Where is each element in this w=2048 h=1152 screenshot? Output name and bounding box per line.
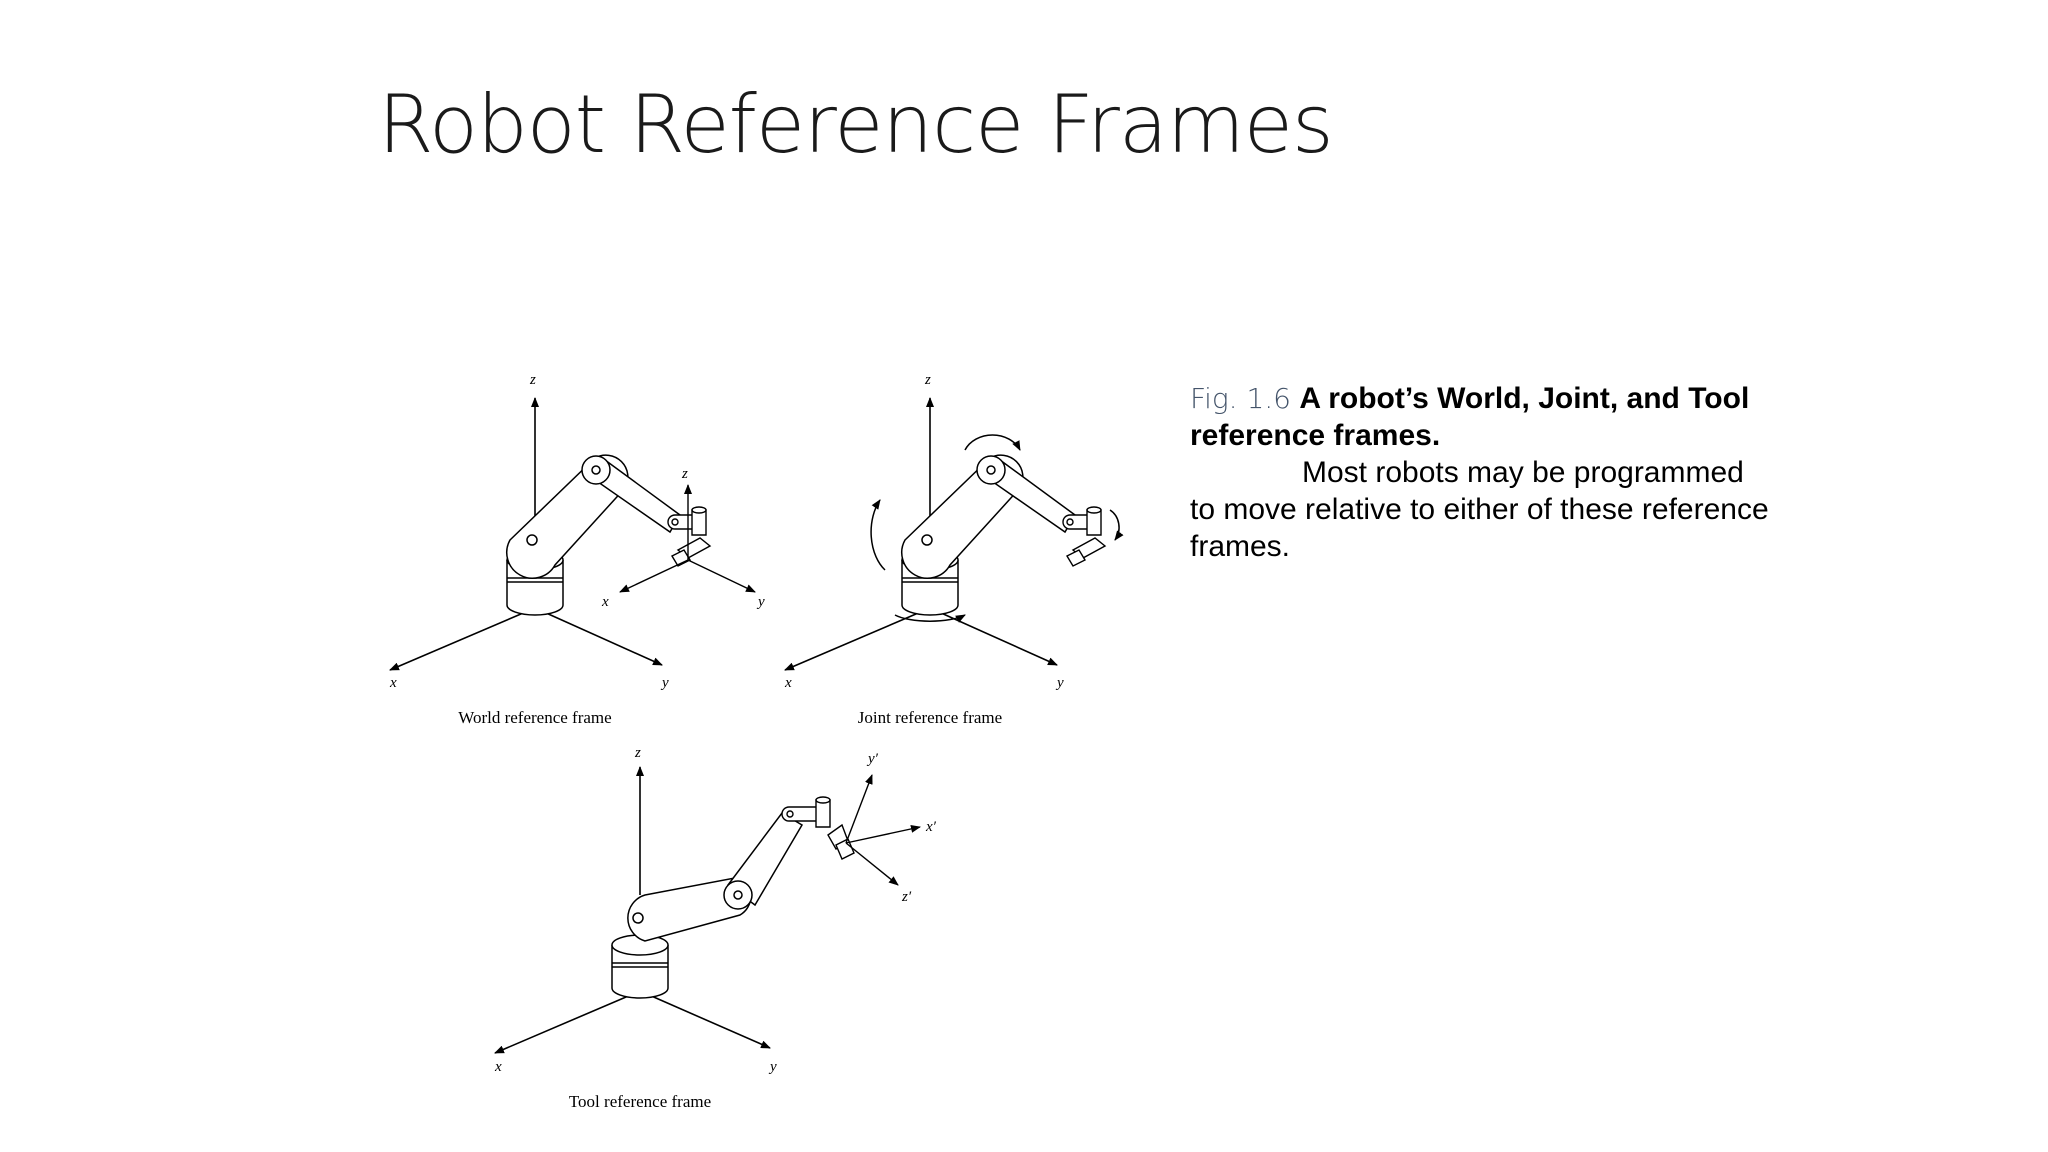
tool-y-prime-label: y′ xyxy=(866,751,879,767)
world-x-label: x xyxy=(389,675,397,691)
joint-y-label: y xyxy=(1055,675,1064,691)
joint-robot-lower-arm xyxy=(901,454,1024,579)
joint-x-label: x xyxy=(784,675,792,691)
world-y-axis xyxy=(534,607,663,666)
world-z-label: z xyxy=(529,372,536,388)
tool-y-label: y xyxy=(768,1059,777,1075)
tool-frame-y-prime-axis xyxy=(845,774,873,844)
world-y-label: y xyxy=(660,675,669,691)
joint-z-label: z xyxy=(924,372,931,388)
world-frame-panel: z x y z x y World reference frame xyxy=(389,372,765,727)
world-frame-label: World reference frame xyxy=(458,708,611,727)
tool-z-prime-label: z′ xyxy=(901,889,912,905)
tool-z-label: z xyxy=(634,745,641,761)
robot-lower-arm xyxy=(506,454,629,579)
joint-robot-gripper xyxy=(1062,506,1107,567)
tool-x-label: x xyxy=(494,1059,502,1075)
tool-robot-gripper xyxy=(781,796,855,860)
figure-caption: Fig. 1.6 A robot’s World, Joint, and Too… xyxy=(1190,380,1770,565)
joint-frame-label: Joint reference frame xyxy=(858,708,1002,727)
joint-rotation-arrows xyxy=(870,434,1124,623)
slide-title: Robot Reference Frames xyxy=(378,78,1334,171)
tool-frame-z-prime-axis xyxy=(845,842,899,886)
world-tool-x-label: x xyxy=(601,594,609,610)
tool-robot-upper-arm xyxy=(723,812,804,910)
world-tool-z-label: z xyxy=(681,466,688,482)
tool-robot-base xyxy=(611,934,669,999)
tool-x-prime-label: x′ xyxy=(925,819,937,835)
figure-description: Most robots may be programmed to move re… xyxy=(1190,456,1769,563)
joint-frame-panel: z x y Joint reference frame xyxy=(784,372,1124,727)
joint-y-axis xyxy=(929,607,1058,666)
robot-gripper xyxy=(667,506,712,567)
tool-x-axis xyxy=(494,990,641,1054)
tool-frame-panel: z x y y′ x′ z′ Tool reference frame xyxy=(494,745,937,1111)
robot-frames-figure: z x y z x y World reference frame xyxy=(389,372,1124,1111)
world-tool-y-label: y xyxy=(756,594,765,610)
tool-frame-label: Tool reference frame xyxy=(569,1092,711,1111)
joint-x-axis xyxy=(784,607,931,671)
tool-y-axis xyxy=(639,990,771,1049)
tool-frame-x-prime-axis xyxy=(845,824,921,844)
world-tool-y-axis xyxy=(687,559,756,593)
world-tool-x-axis xyxy=(619,559,689,593)
world-x-axis xyxy=(389,607,536,671)
figure-title: A robot’s World, Joint, and Tool referen… xyxy=(1190,382,1750,452)
figure-number: Fig. 1.6 xyxy=(1190,382,1291,415)
joint-robot-upper-arm xyxy=(976,455,1076,534)
robot-upper-arm xyxy=(581,455,681,534)
